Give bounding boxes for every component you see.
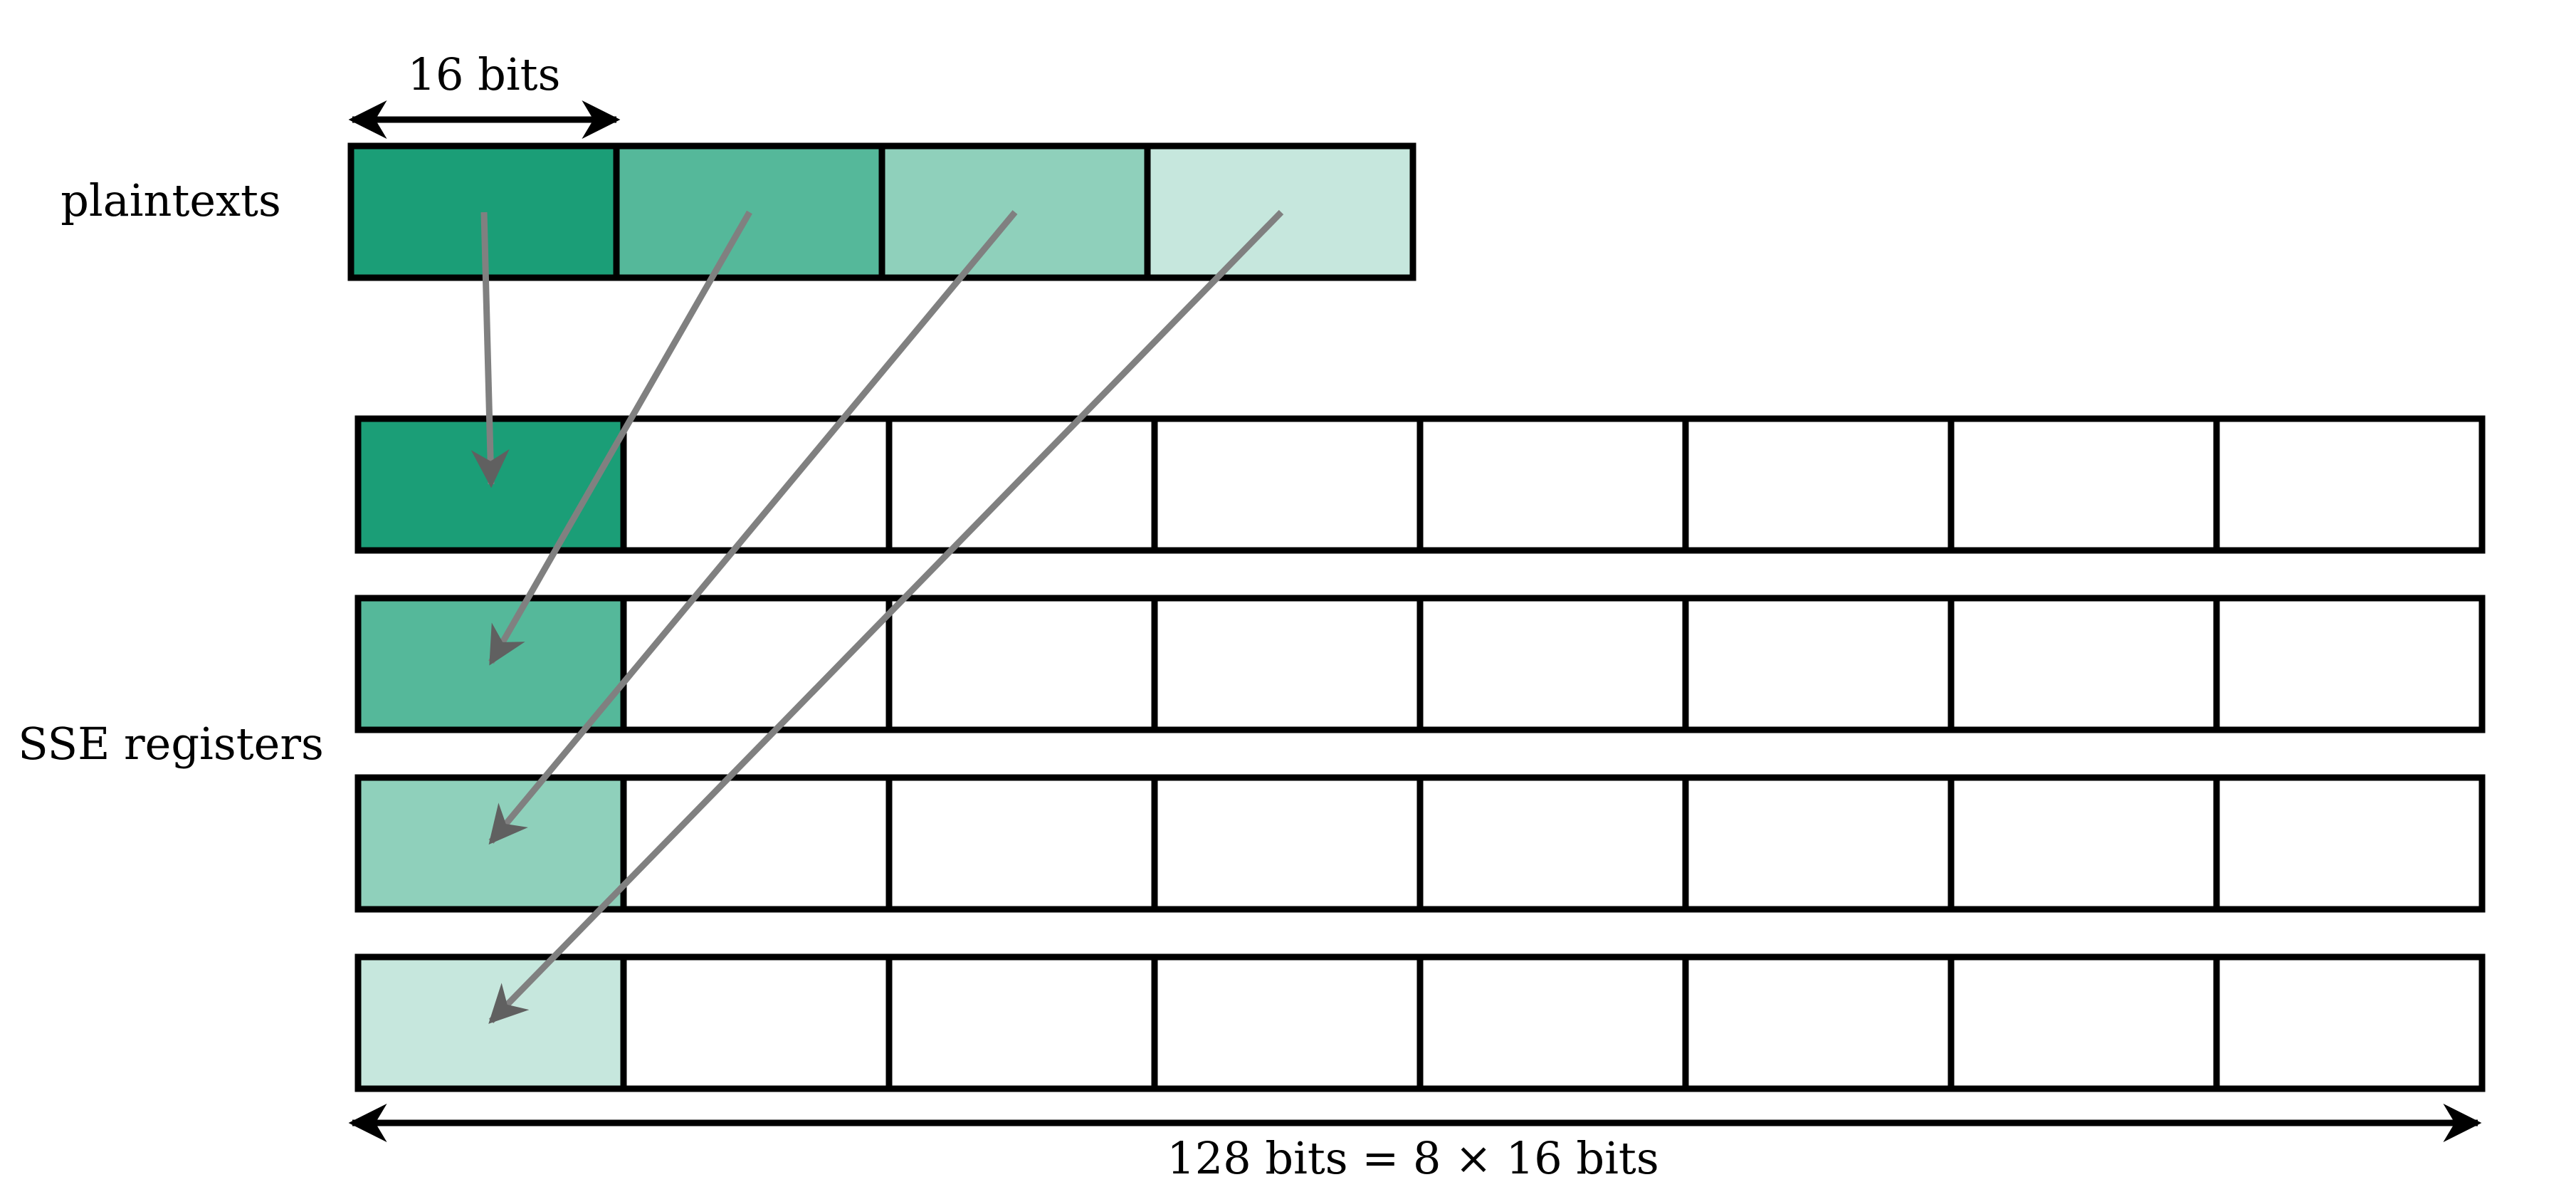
- register-2-slot-7: [1947, 595, 2220, 733]
- register-2-slot-2: [620, 595, 893, 733]
- arrow-plaintext-1-to-register-1: [470, 211, 510, 488]
- register-3-slot-4: [1151, 774, 1424, 913]
- register-2-slot-4: [1151, 595, 1424, 733]
- register-2-slot-5: [1416, 595, 1689, 733]
- register-4-slot-7: [1947, 953, 2220, 1092]
- register-2-slot-8: [2213, 595, 2486, 733]
- plaintext-block-3: [878, 142, 1151, 281]
- plaintext-block-2: [613, 142, 885, 281]
- register-2-slot-3: [885, 595, 1158, 733]
- register-4-slot-6: [1682, 953, 1955, 1092]
- sse-registers-label: SSE registers: [18, 718, 324, 770]
- arrow-plaintext-4-to-register-4: [488, 209, 1284, 1024]
- register-2-slot-6: [1682, 595, 1955, 733]
- register-4-slot-1: [354, 953, 627, 1092]
- sse-register-1: [354, 415, 2486, 554]
- register-3-slot-5: [1416, 774, 1689, 913]
- register-3-slot-2: [620, 774, 893, 913]
- register-4-slot-3: [885, 953, 1158, 1092]
- sse-register-4: [354, 953, 2486, 1092]
- register-1-slot-6: [1682, 415, 1955, 554]
- register-2-slot-1: [354, 595, 627, 733]
- register-4-slot-8: [2213, 953, 2486, 1092]
- register-4-slot-4: [1151, 953, 1424, 1092]
- register-1-slot-7: [1947, 415, 2220, 554]
- register-3-slot-6: [1682, 774, 1955, 913]
- register-width-label: 128 bits = 8 × 16 bits: [1167, 1132, 1658, 1184]
- register-4-slot-5: [1416, 953, 1689, 1092]
- register-3-slot-3: [885, 774, 1158, 913]
- register-1-slot-4: [1151, 415, 1424, 554]
- register-3-slot-7: [1947, 774, 2220, 913]
- sse-register-2: [354, 595, 2486, 733]
- register-1-slot-2: [620, 415, 893, 554]
- register-1-slot-5: [1416, 415, 1689, 554]
- sse-register-3: [354, 774, 2486, 913]
- block-width-label: 16 bits: [408, 48, 561, 100]
- register-4-slot-2: [620, 953, 893, 1092]
- packing-arrows: [470, 209, 1284, 1024]
- sse-register-rows: [354, 415, 2486, 1092]
- register-1-slot-3: [885, 415, 1158, 554]
- plaintext-blocks: [347, 142, 1416, 281]
- register-1-slot-8: [2213, 415, 2486, 554]
- register-3-slot-8: [2213, 774, 2486, 913]
- arrow-plaintext-3-to-register-3: [488, 210, 1018, 845]
- arrow-plaintext-2-to-register-2: [488, 210, 752, 666]
- plaintexts-label: plaintexts: [61, 174, 281, 226]
- register-3-slot-1: [354, 774, 627, 913]
